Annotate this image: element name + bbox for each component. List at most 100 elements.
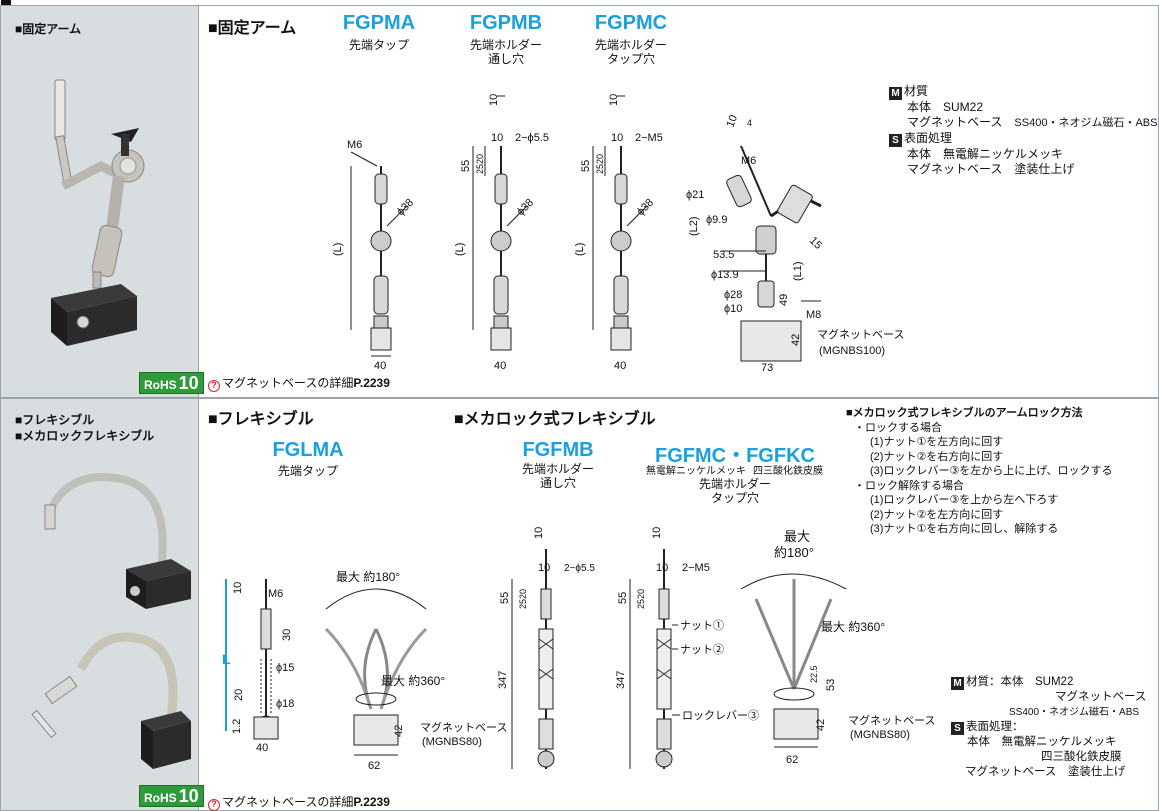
dim-l-flex: L (222, 651, 231, 667)
dim-10-fgfmb: 10 (533, 527, 545, 539)
model-code-fgpmc: FGPMC (594, 12, 668, 34)
top-strip (0, 0, 1159, 5)
material2-line1: 材質：本体 SUM22 (966, 676, 1074, 688)
material-line-base-extra: SS400・ネオジム磁石・ABS (1014, 117, 1158, 129)
lock-line-4: ・ロック解除する場合 (854, 479, 964, 492)
drawing-fgfmb (511, 549, 555, 769)
dim-20: 20 (233, 689, 245, 701)
label-lever: ロックレバー③ (682, 709, 759, 722)
dim-max-top: 最大 (784, 529, 810, 544)
location-pin-icon-2: ? (208, 799, 220, 811)
drawing-fglma (225, 579, 279, 740)
dim-l1: (L1) (792, 261, 804, 281)
surface-line-body: 本体 無電解ニッケルメッキ (907, 147, 1064, 161)
dim-2520-fgfmb: 2520 (518, 589, 528, 609)
dim-40-b: 40 (494, 360, 506, 372)
model-desc-fgfmb: 先端ホルダー 通し穴 (521, 462, 594, 490)
note-nickel: 無電解ニッケルメッキ (646, 466, 746, 477)
dim-62-meca: 62 (786, 754, 798, 766)
lock-line-1: (1)ナット①を左方向に回す (870, 436, 1004, 448)
model-desc-fgpma: 先端タップ (348, 38, 409, 52)
dim-12: 1.2 (231, 719, 243, 734)
model-desc-fgpmc: 先端ホルダー タップ穴 (594, 38, 667, 66)
dim-d15: ϕ15 (276, 662, 294, 674)
drawing-fgfmc (629, 549, 680, 769)
dim-2520-b: 2520 (475, 154, 485, 174)
dim-hole-fgfmc: 2−M5 (682, 562, 710, 574)
model-code-fgfmb: FGFMB (522, 439, 594, 461)
drawing-fgpmb (472, 95, 528, 351)
lock-line-6: (2)ナット②を左方向に回す (870, 508, 1004, 521)
dim-approx180: 約180° (774, 545, 814, 560)
material2-line2: マグネットベース (1055, 691, 1147, 703)
dim-2520-fgfmc: 2520 (636, 589, 646, 609)
base-model-label: (MGNBS100) (819, 345, 885, 357)
surface-badge-2: S (951, 722, 964, 735)
dim-10-c: 10 (608, 94, 620, 106)
surface-badge: S (889, 134, 902, 147)
drawing-fgpma (350, 151, 408, 357)
dim-d28: ϕ28 (724, 289, 742, 301)
dim-10-fgfmb-2: 10 (538, 562, 550, 574)
dim-73: 73 (761, 362, 773, 374)
side-label: ■固定アーム (15, 22, 82, 36)
dim-l-a: (L) (332, 243, 344, 256)
material2-line6: 四三酸化鉄皮膜 (1041, 751, 1122, 763)
model-desc-fgfmc: 先端ホルダー タップ穴 (698, 477, 771, 505)
base-label-3: マグネットベース (848, 713, 935, 727)
drawing-flex-swing (324, 588, 428, 756)
dim-15: 15 (807, 235, 824, 252)
lock-line-7: (3)ナット①を右方向に回し、解除する (870, 523, 1059, 535)
title-mecalock: ■メカロック式フレキシブル (454, 411, 656, 428)
material2-line7: マグネットベース 塗装仕上げ (965, 766, 1126, 778)
material2-line4: 表面処理： (966, 721, 1024, 733)
dim-hole-b: 2−ϕ5.5 (515, 132, 549, 144)
base-label-2: マグネットベース (420, 720, 507, 734)
dim-347-fgfmc: 347 (615, 671, 627, 689)
ref-link-1[interactable]: ?マグネットベースの詳細P.2239 (208, 376, 390, 392)
section-title: ■固定アーム (208, 20, 297, 37)
dim-d10: ϕ10 (724, 303, 742, 315)
lock-line-2: (2)ナット②を右方向に回す (870, 450, 1004, 463)
dim-10-side: 10 (725, 113, 740, 129)
material-line-base: マグネットベース (907, 115, 1003, 129)
dim-10-fgfmc-2: 10 (656, 562, 668, 574)
lock-line-3: (3)ロックレバー③を左から上に上げ、ロックする (870, 465, 1113, 477)
dim-d21: ϕ21 (686, 189, 704, 201)
side-label-meca: ■メカロックフレキシブル (15, 429, 155, 443)
dim-max180: 最大 約180° (336, 569, 400, 584)
label-nut1: ナット① (680, 619, 724, 632)
model-code-fgfmc-fgfkc: FGFMC・FGFKC (655, 445, 815, 467)
dim-m6-fglma: M6 (268, 588, 283, 600)
lock-line-0: ・ロックする場合 (854, 421, 942, 434)
dim-4-side: 4 (747, 118, 752, 128)
dim-42: 42 (790, 334, 802, 346)
lock-line-5: (1)ロックレバー③を上から左へ下ろす (870, 494, 1059, 506)
material-line-body: 本体 SUM22 (907, 100, 984, 114)
flexible-photo (31, 473, 191, 769)
dim-l-b: (L) (454, 243, 466, 256)
dim-62-flex: 62 (368, 760, 380, 772)
label-nut2: ナット② (680, 643, 724, 656)
dim-d18: ϕ18 (276, 698, 294, 710)
dim-l-c: (L) (574, 243, 586, 256)
dim-hole-c: 2−M5 (635, 132, 663, 144)
material2-line5: 本体 無電解ニッケルメッキ (967, 736, 1117, 748)
dim-55-b: 55 (460, 160, 472, 172)
dim-10-b: 10 (488, 94, 500, 106)
dim-m8: M8 (806, 309, 821, 321)
dim-10-fglma: 10 (232, 582, 244, 594)
drawing-side-view (721, 145, 822, 362)
material-badge-2: M (951, 677, 964, 690)
dim-535: 53.5 (713, 249, 734, 261)
dim-2520-c: 2520 (595, 154, 605, 174)
drawing-fgpmc (592, 95, 648, 351)
dim-max360: 最大 約360° (381, 673, 445, 688)
dim-l2: (L2) (688, 216, 700, 236)
dim-225: 22.5 (809, 665, 819, 683)
ref-link-2[interactable]: ?マグネットベースの詳細P.2239 (208, 795, 390, 811)
dim-55-c: 55 (580, 160, 592, 172)
